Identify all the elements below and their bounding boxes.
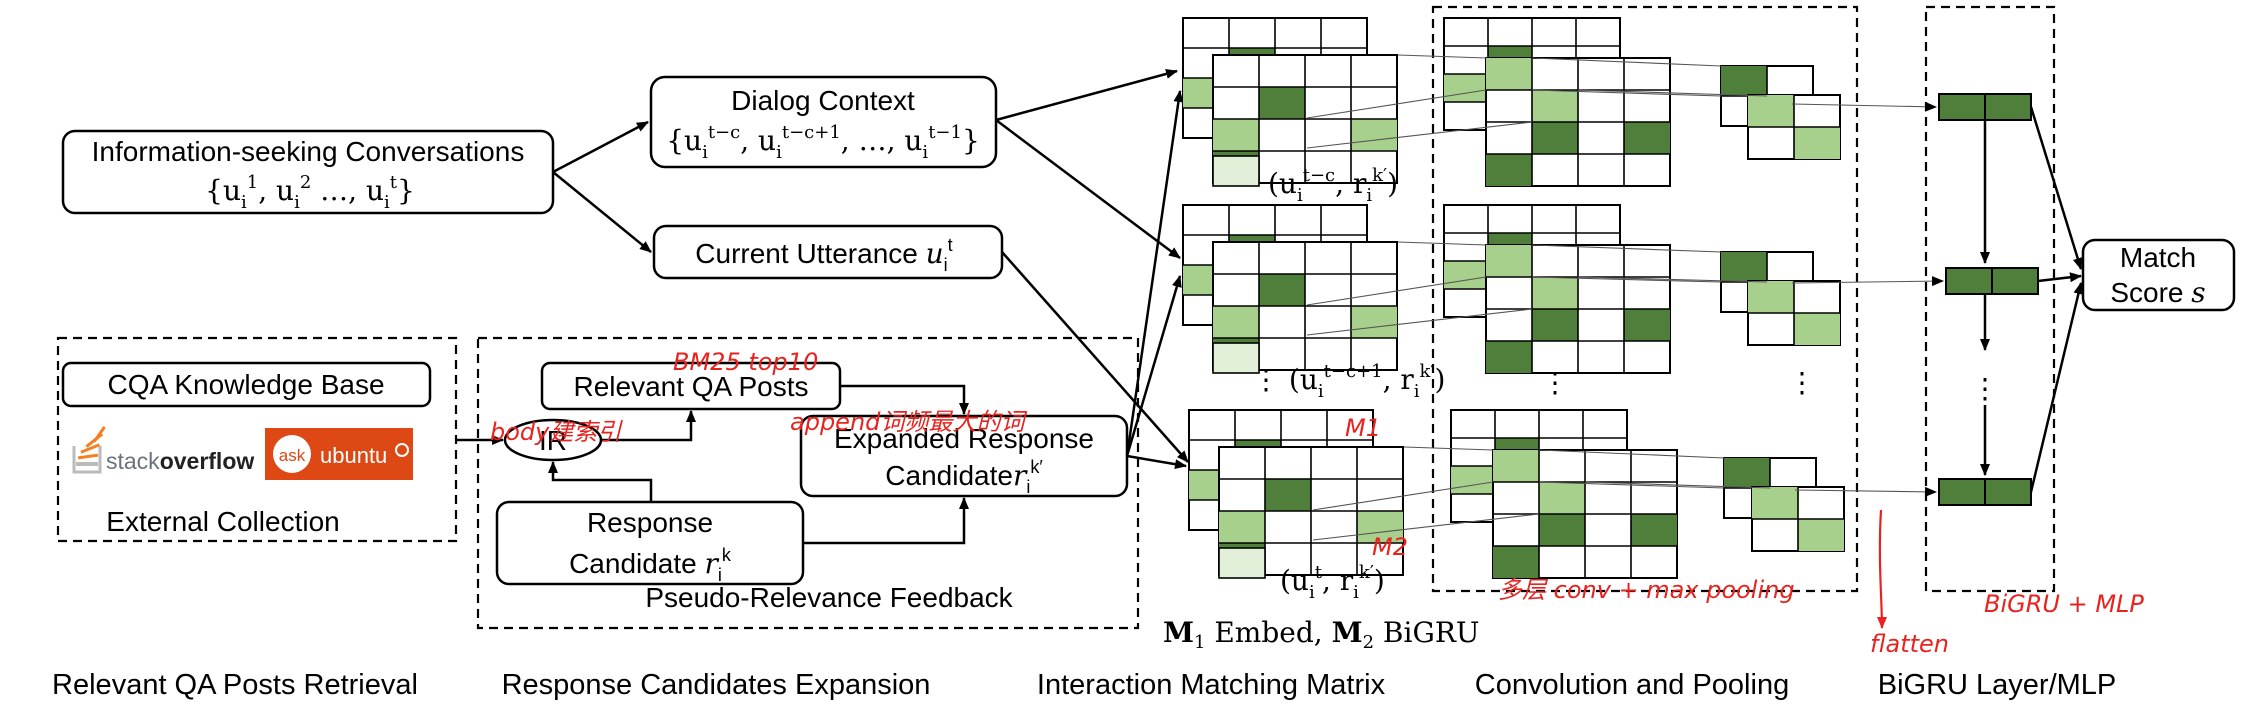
dialog-context-box: Dialog Context {uit−c, uit−c+1, …, uit−1…	[649, 75, 998, 169]
section-label-bigru: BiGRU Layer/MLP	[1878, 669, 2117, 701]
match-score-line1: Match	[2120, 242, 2196, 273]
pool-map-front-1	[1747, 94, 1841, 160]
external-collection-label: External Collection	[106, 506, 339, 537]
pale-cell-1	[1212, 155, 1260, 187]
arrow-to-dialog-context	[552, 120, 649, 174]
stackoverflow-icon	[72, 426, 106, 474]
bigru-unit-3	[1938, 478, 2032, 506]
stackoverflow-wordmark: stackoverflow	[106, 448, 254, 474]
response-candidate-box: Response Candidate rik	[495, 500, 805, 586]
svg-text:ubuntu: ubuntu	[320, 443, 387, 468]
pool-map-front-2	[1747, 280, 1841, 346]
response-candidate-line1: Response	[587, 507, 713, 538]
conv-ellipsis-1: ⋮	[1541, 367, 1569, 398]
response-candidate-line2: Candidate rik	[569, 545, 732, 585]
handwritten-body-index: body建索引	[490, 418, 623, 446]
conv-map-front-2	[1485, 244, 1671, 374]
relevant-qa-posts-box: Relevant QA Posts	[540, 361, 842, 411]
current-utterance-label: Current Utterance uit	[695, 235, 952, 275]
handwritten-append: append词频最大的词	[790, 408, 1027, 436]
interaction-matching-matrices	[1182, 17, 1845, 579]
section-label-expansion: Response Candidates Expansion	[502, 669, 931, 701]
handwritten-down-arrow	[1876, 509, 1887, 629]
current-utterance-box: Current Utterance uit	[652, 224, 1004, 280]
stackoverflow-logo: stackoverflow	[72, 426, 254, 474]
arrow-ir-to-posts	[601, 410, 696, 442]
handwritten-bm25: BM25 top10	[673, 348, 818, 376]
section-label-retrieval: Relevant QA Posts Retrieval	[52, 669, 418, 701]
conv-pooling-region	[1431, 5, 1859, 593]
match-score-box: Match Score s	[2081, 238, 2236, 312]
arrow-pool-to-bigru-3	[1794, 486, 1937, 497]
section-label-matching-matrix: Interaction Matching Matrix	[1037, 669, 1386, 701]
section-labels: Relevant QA Posts Retrieval Response Can…	[52, 669, 2116, 701]
arrow-posts-to-expanded	[840, 384, 969, 415]
askubuntu-logo: ask ubuntu	[265, 428, 413, 480]
handwritten-bigru-mlp: BiGRU + MLP	[1984, 590, 2144, 618]
information-seeking-conversations-box: Information-seeking Conversations {ui1, …	[61, 129, 555, 215]
arrow-candidate-to-ir	[548, 461, 653, 502]
matrix-group-3	[1188, 409, 1845, 579]
embed-bigru-label: M1 Embed, M2 BiGRU	[1163, 616, 1480, 653]
arrow-to-current-utterance	[552, 171, 652, 253]
matrix-group-1	[1182, 17, 1841, 187]
matrix-label-utterance: (uit, rik′)	[1280, 562, 1385, 603]
arrow-expanded-to-matrix2	[1125, 275, 1182, 457]
bigru-unit-1	[1938, 93, 2032, 121]
expanded-line2: Candidaterik′	[885, 457, 1043, 497]
ubuntu-circle-icon	[395, 443, 409, 457]
handwritten-m2: M2	[1372, 533, 1408, 561]
arrow-pool-to-bigru-2	[1791, 276, 1944, 287]
svg-text:ask: ask	[279, 446, 306, 465]
bigru-unit-2	[1945, 267, 2039, 295]
arrow-expanded-to-matrix1	[1125, 90, 1184, 457]
handwritten-m1: M1	[1345, 414, 1381, 442]
arrow-bigru1-to-score	[2029, 106, 2083, 270]
conv-map-front-3	[1492, 449, 1678, 579]
arrow-bigru2-to-score	[2037, 272, 2082, 283]
bigru-region	[1924, 5, 2056, 593]
handwritten-conv-note: 多层 conv + max pooling	[1498, 576, 1795, 604]
matrix-label-context-second: ⋮ (uit−c+1, rik′)	[1252, 361, 1445, 402]
conv-map-front-1	[1485, 57, 1671, 187]
bigru-units	[1938, 93, 2039, 506]
match-score-line2: Score s	[2110, 276, 2205, 309]
cqa-knowledge-base-box: CQA Knowledge Base	[61, 361, 432, 408]
prf-region	[476, 336, 1140, 630]
dialog-context-title: Dialog Context	[731, 85, 915, 116]
ir-label: IR	[539, 425, 567, 456]
relevant-qa-posts-label: Relevant QA Posts	[573, 371, 808, 402]
bigru-ellipsis: ⋮	[1971, 373, 1999, 404]
pool-map-front-3	[1751, 486, 1845, 552]
arrow-candidate-to-expanded	[803, 497, 969, 545]
expanded-response-candidate-box: Expanded Response Candidaterik′	[799, 414, 1129, 498]
expanded-line1: Expanded Response	[834, 423, 1094, 454]
arrow-context-to-matrix2	[995, 119, 1181, 259]
arrow-context-to-matrix1	[995, 69, 1178, 122]
cqa-kb-label: CQA Knowledge Base	[107, 369, 384, 400]
arrow-expanded-to-matrix3	[1126, 454, 1187, 470]
askubuntu-bubble-icon	[273, 435, 311, 473]
pale-cell-3	[1218, 547, 1266, 579]
section-label-conv-pooling: Convolution and Pooling	[1475, 669, 1789, 701]
arrow-utterance-to-matrix3	[1001, 251, 1189, 463]
handwritten-annotations: BM25 top10 body建索引 append词频最大的词 M1 M2 多层…	[490, 348, 2144, 658]
prf-label: Pseudo-Relevance Feedback	[645, 582, 1013, 613]
arrow-bigru3-to-score	[2029, 282, 2084, 493]
arrow-pool-to-bigru-1	[1791, 101, 1937, 112]
conv-ellipsis-2: ⋮	[1788, 367, 1816, 398]
conversations-title: Information-seeking Conversations	[92, 136, 525, 167]
pale-cell-2	[1212, 342, 1260, 374]
ir-node: IR	[503, 418, 603, 462]
matrix-label-context-first: (uit−c, rik′)	[1268, 165, 1398, 206]
matrix-group-2	[1182, 204, 1841, 374]
handwritten-flatten: flatten	[1870, 630, 1949, 658]
